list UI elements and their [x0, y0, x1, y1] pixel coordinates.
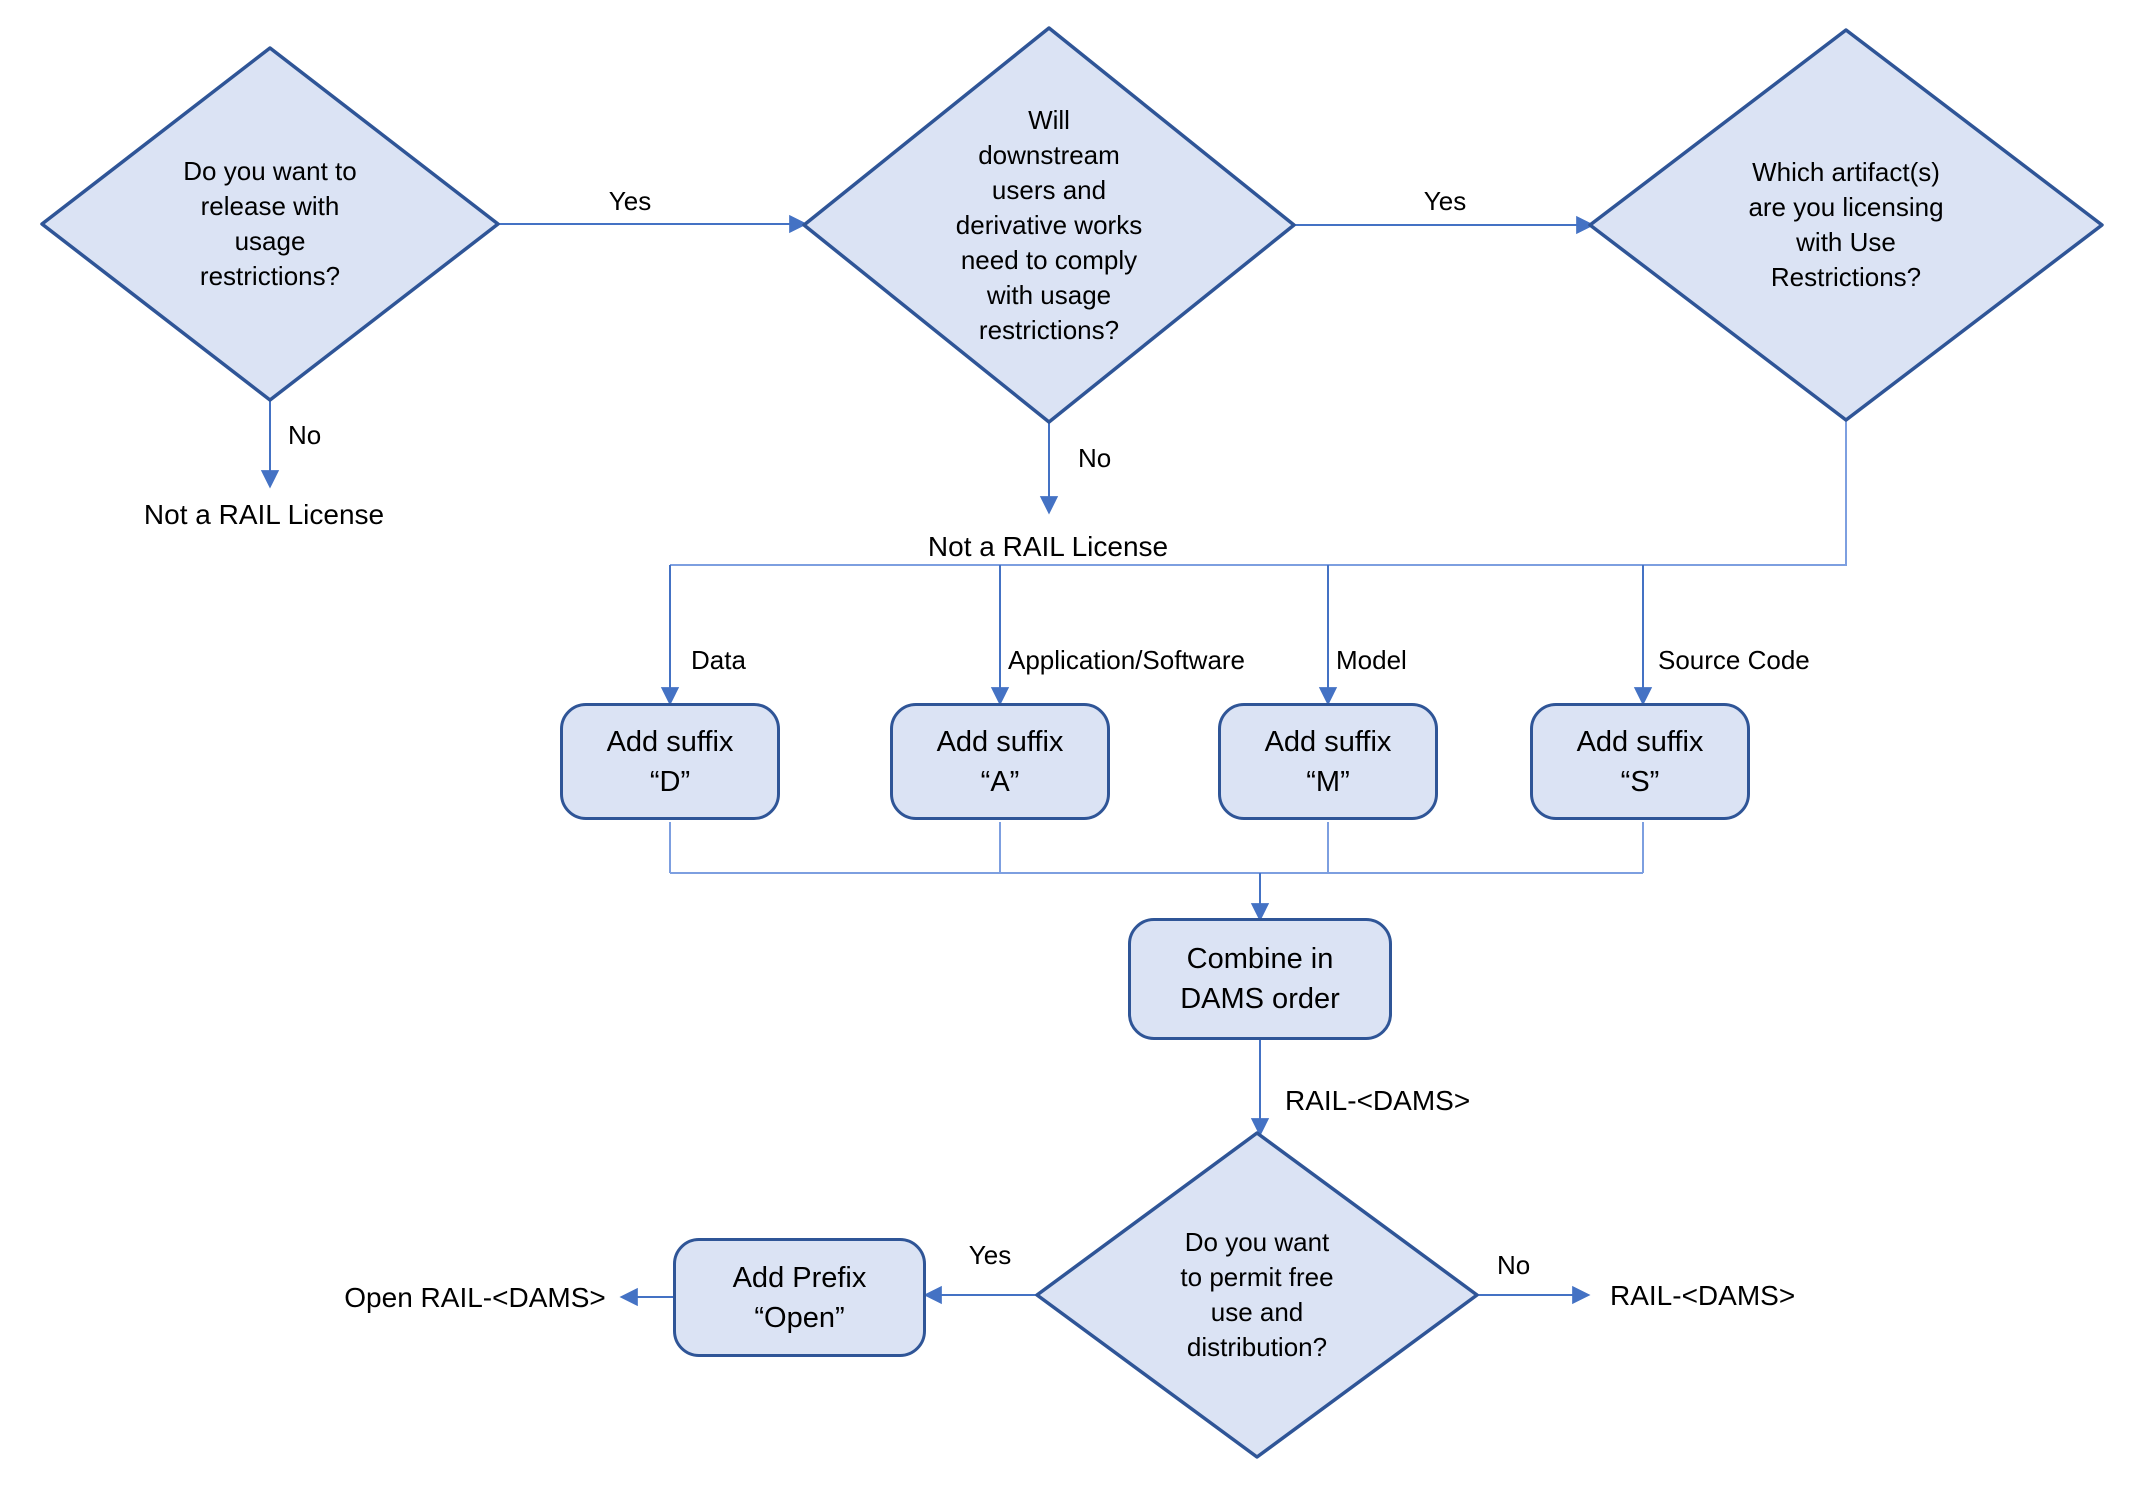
decision-downstream-comply-shape [802, 26, 1296, 424]
process-add-suffix-d: Add suffix “D” [560, 703, 780, 820]
process-text-line: “A” [980, 765, 1020, 798]
process-text-line: “S” [1620, 765, 1660, 798]
label-no-3: No [1497, 1250, 1531, 1280]
process-text-line: Add suffix [936, 725, 1064, 758]
process-text-line: “Open” [754, 1301, 845, 1334]
process-text-line: Combine in [1186, 943, 1334, 975]
process-text-line: DAMS order [1180, 983, 1340, 1015]
label-yes-3: Yes [968, 1240, 1012, 1270]
decision-release-restrictions-shape [40, 46, 500, 402]
process-add-suffix-s: Add suffix “S” [1530, 703, 1750, 820]
label-yes-1: Yes [608, 186, 652, 216]
decision-free-use-shape [1035, 1131, 1479, 1459]
terminal-not-rail-license-1: Not a RAIL License [143, 499, 385, 530]
label-no-1: No [288, 420, 322, 450]
label-branch-source: Source Code [1658, 645, 1810, 675]
process-text-line: “D” [649, 765, 691, 798]
decision-which-artifacts-shape [1588, 28, 2104, 422]
process-text-line: Add Prefix [732, 1261, 867, 1294]
process-text-line: Add suffix [606, 725, 734, 758]
terminal-rail-dams: RAIL-<DAMS> [1610, 1280, 1796, 1311]
label-yes-2: Yes [1423, 186, 1467, 216]
process-add-suffix-m: Add suffix “M” [1218, 703, 1438, 820]
label-branch-application: Application/Software [1008, 645, 1246, 675]
edge-q3-distributor [670, 420, 1847, 566]
process-add-prefix-open: Add Prefix “Open” [673, 1238, 926, 1357]
process-text-line: Add suffix [1576, 725, 1704, 758]
process-text-line: “M” [1306, 765, 1350, 798]
process-add-suffix-a: Add suffix “A” [890, 703, 1110, 820]
terminal-open-rail-dams: Open RAIL-<DAMS> [344, 1282, 606, 1313]
label-branch-model: Model [1336, 645, 1407, 675]
label-no-2: No [1078, 443, 1112, 473]
terminal-not-rail-license-2: Not a RAIL License [927, 531, 1169, 562]
label-branch-data: Data [691, 645, 746, 675]
label-rail-dams-mid: RAIL-<DAMS> [1285, 1085, 1471, 1116]
process-combine-dams: Combine in DAMS order [1128, 918, 1392, 1040]
process-text-line: Add suffix [1264, 725, 1392, 758]
